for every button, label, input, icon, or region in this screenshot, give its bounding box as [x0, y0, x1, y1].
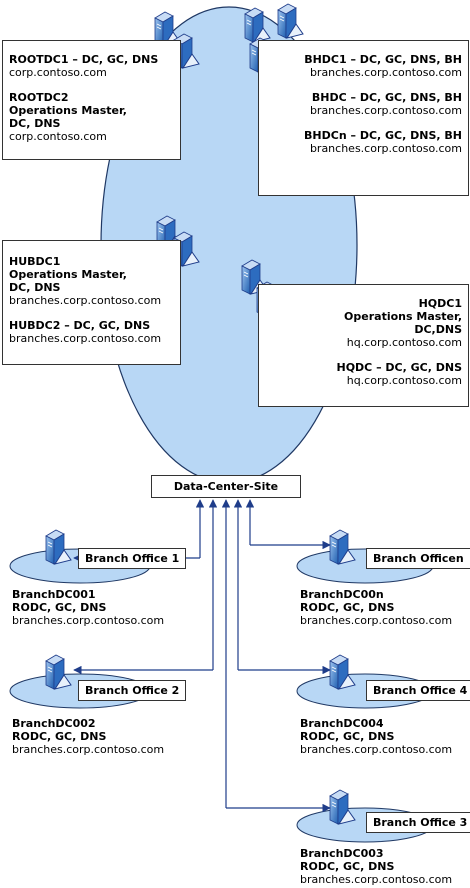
branch-dc-domain: branches.corp.contoso.com — [12, 614, 165, 627]
branch-dc-info: BranchDC004 RODC, GC, DNS branches.corp.… — [300, 717, 452, 756]
dc-name: HUBDC2 – DC, GC, DNS — [9, 319, 151, 332]
branch-dc-name: BranchDC001 — [12, 588, 96, 601]
server-icon — [329, 789, 356, 825]
dc-domain: branches.corp.contoso.com — [309, 142, 462, 155]
dc-name: BHDCn – DC, GC, DNS, BH — [304, 129, 462, 142]
dc-domain: branches.corp.contoso.com — [309, 66, 462, 79]
branch-dc-name: BranchDC002 — [12, 717, 96, 730]
server-icon — [45, 529, 72, 565]
branch-office-label: Branch Officen — [366, 548, 470, 569]
branch-dc-info: BranchDC00n RODC, GC, DNS branches.corp.… — [300, 588, 452, 627]
dc-name: HQDC1 — [418, 297, 462, 310]
branch-dc-roles: RODC, GC, DNS — [300, 730, 395, 743]
dc-name: DC, DNS — [9, 117, 61, 130]
dc-name: ROOTDC2 — [9, 91, 69, 104]
branch-dc-info: BranchDC002 RODC, GC, DNS branches.corp.… — [12, 717, 164, 756]
branch-dc-domain: branches.corp.contoso.com — [300, 743, 453, 756]
dc-name: ROOTDC1 – DC, GC, DNS — [9, 53, 159, 66]
dc-name: HUBDC1 — [9, 255, 61, 268]
dc-domain: hq.corp.contoso.com — [346, 374, 462, 387]
dc-domain: corp.contoso.com — [9, 130, 107, 143]
branch-dc-name: BranchDC003 — [300, 847, 384, 860]
branch-office-label: Branch Office 4 — [366, 680, 470, 701]
dc-name: DC, DNS — [9, 281, 61, 294]
branch-dc-info: BranchDC003 RODC, GC, DNS branches.corp.… — [300, 847, 452, 886]
dc-domain: branches.corp.contoso.com — [309, 104, 462, 117]
branch-office-label: Branch Office 1 — [78, 548, 187, 569]
branch-office-label: Branch Office 2 — [78, 680, 187, 701]
dc-name: HQDC – DC, GC, DNS — [336, 361, 462, 374]
branch-dc-domain: branches.corp.contoso.com — [300, 614, 453, 627]
branch-dc-roles: RODC, GC, DNS — [300, 601, 395, 614]
branch-dc-name: BranchDC004 — [300, 717, 384, 730]
dc-name: BHDC1 – DC, GC, DNS, BH — [304, 53, 462, 66]
branch-office-label: Branch Office 3 — [366, 812, 470, 833]
dc-name: Operations Master, — [344, 310, 462, 323]
branch-dc-info: BranchDC001 RODC, GC, DNS branches.corp.… — [12, 588, 164, 627]
dc-name: DC,DNS — [414, 323, 462, 336]
server-icon — [45, 654, 72, 690]
datacenter-site-label: Data-Center-Site — [151, 475, 301, 498]
branch-dc-name: BranchDC00n — [300, 588, 384, 601]
branch-dc-roles: RODC, GC, DNS — [12, 601, 107, 614]
dc-domain: hq.corp.contoso.com — [346, 336, 462, 349]
branch-dc-domain: branches.corp.contoso.com — [300, 873, 453, 886]
server-icon — [329, 529, 356, 565]
dc-name: BHDC – DC, GC, DNS, BH — [311, 91, 462, 104]
branch-dc-roles: RODC, GC, DNS — [12, 730, 107, 743]
dc-domain: branches.corp.contoso.com — [9, 332, 162, 345]
dc-name: Operations Master, — [9, 104, 127, 117]
dc-domain: branches.corp.contoso.com — [9, 294, 162, 307]
server-icon — [329, 654, 356, 690]
server-icon — [277, 3, 304, 39]
branch-dc-domain: branches.corp.contoso.com — [12, 743, 165, 756]
dc-name: Operations Master, — [9, 268, 127, 281]
branch-dc-roles: RODC, GC, DNS — [300, 860, 395, 873]
dc-domain: corp.contoso.com — [9, 66, 107, 79]
